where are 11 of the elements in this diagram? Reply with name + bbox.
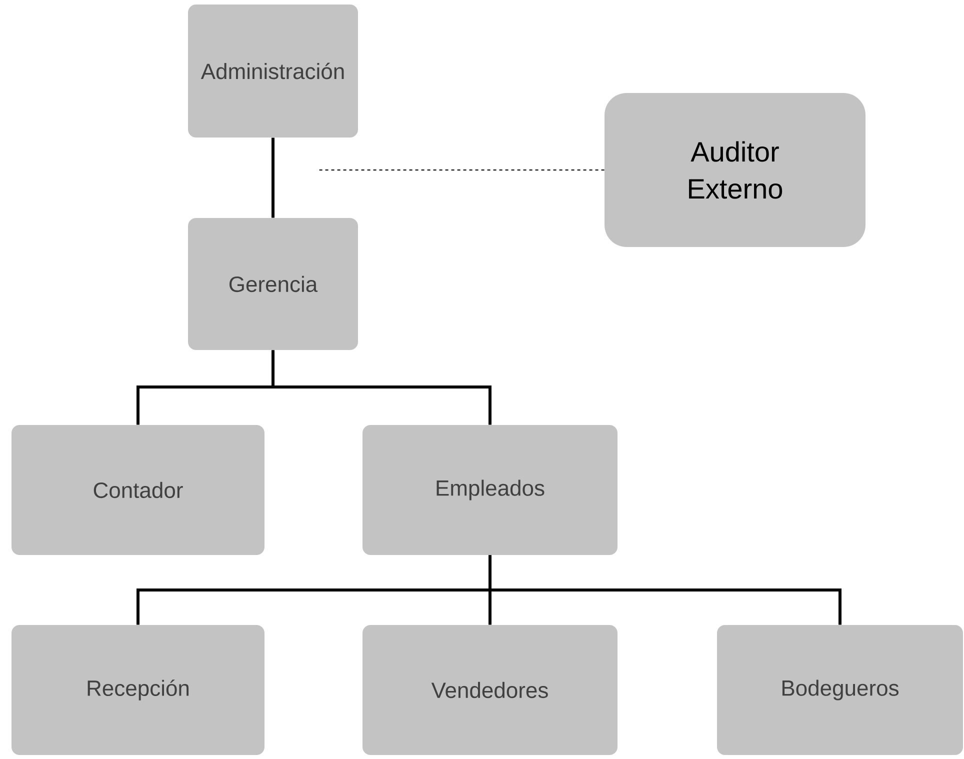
connector-line	[488, 555, 842, 625]
org-box: Gerencia	[188, 218, 358, 350]
org-box: Administración	[188, 4, 358, 138]
org-box: Vendedores	[362, 625, 618, 755]
connector-line	[272, 138, 274, 218]
org-box: Empleados	[362, 425, 618, 555]
org-box: Bodegueros	[717, 625, 963, 755]
org-box: Auditor Externo	[604, 93, 866, 247]
connector-line	[272, 350, 492, 425]
org-box: Contador	[12, 425, 264, 555]
org-box: Recepción	[12, 625, 264, 755]
